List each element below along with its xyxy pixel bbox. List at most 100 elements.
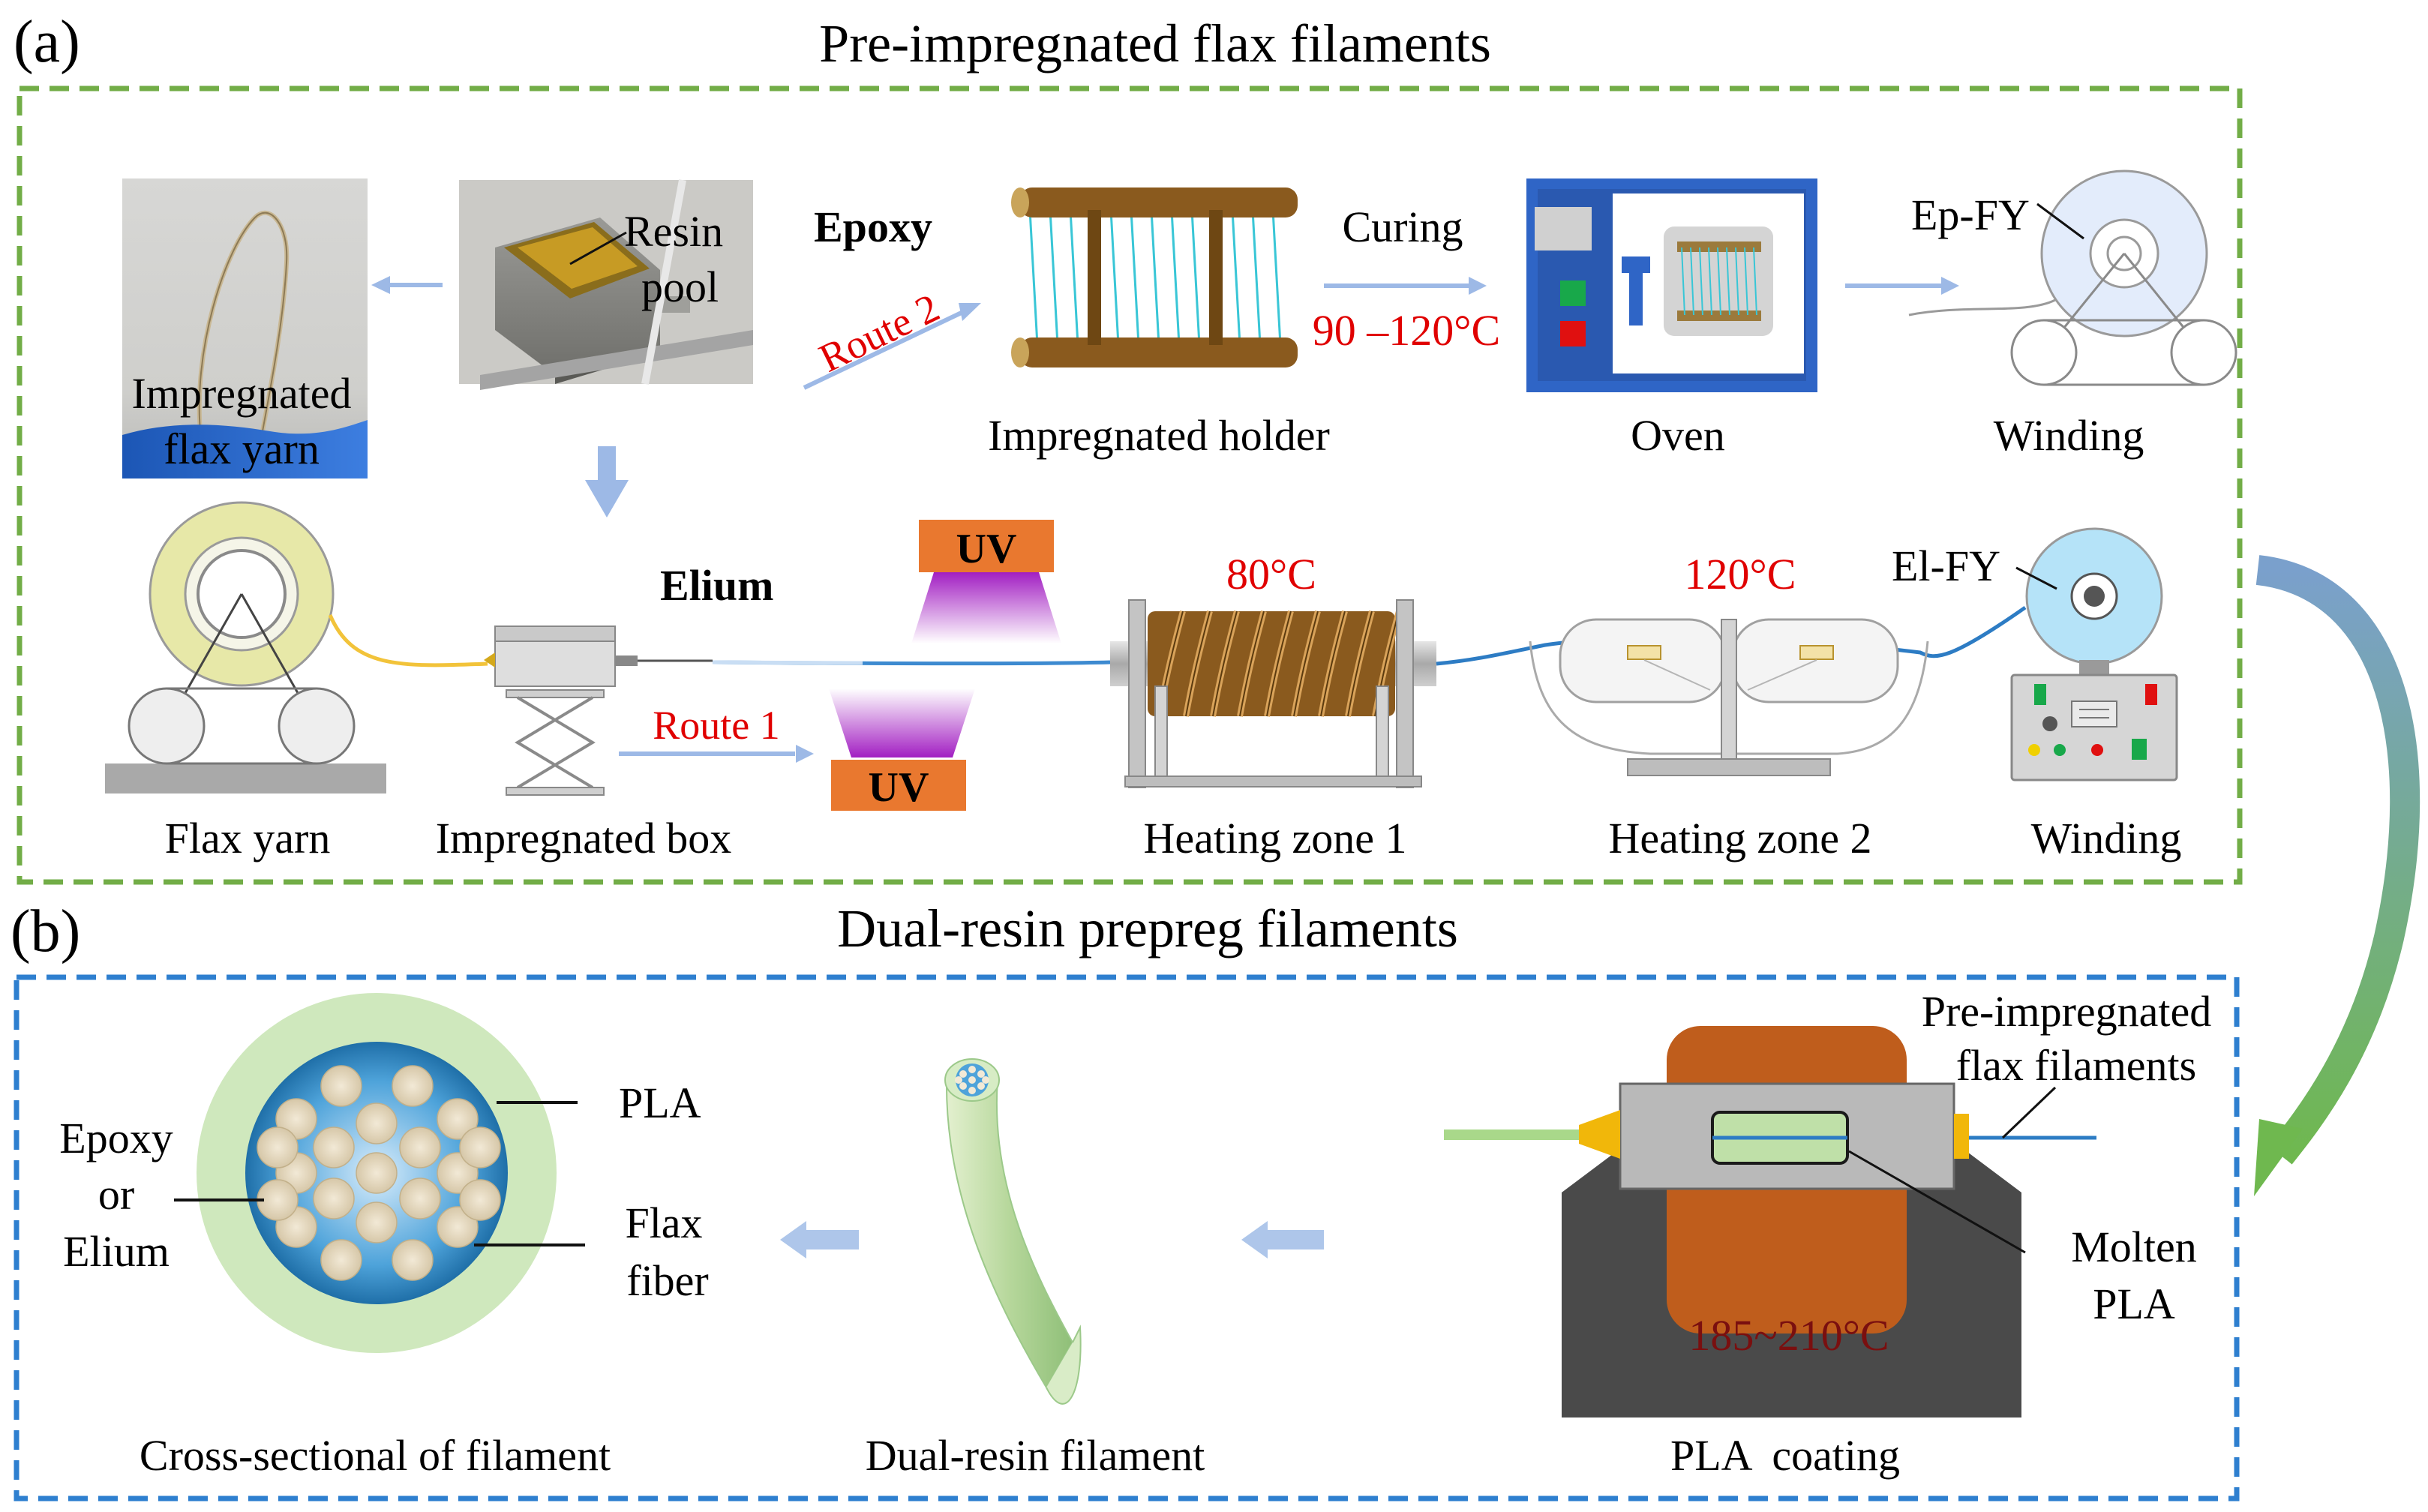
winding-bottom-caption: Winding (2031, 814, 2182, 862)
oven-winding-strand (1726, 247, 1730, 316)
flax-fiber (356, 1152, 398, 1194)
coil-turn-edge (1320, 610, 1346, 717)
filament-fiber (955, 1076, 962, 1084)
flax-fiber (320, 1239, 362, 1281)
filament-fiber (982, 1076, 989, 1084)
coil-turn-edge (1212, 610, 1238, 717)
winding-top-spool (1908, 170, 2237, 386)
flax-fiber (437, 1206, 479, 1248)
filament-fiber (968, 1076, 976, 1084)
flax-fiber (392, 1239, 434, 1281)
filament-caption: Dual-resin filament (866, 1431, 1205, 1480)
flax-fiber (313, 1126, 355, 1168)
coil-turn-edge (1239, 610, 1265, 717)
flax-fiber (399, 1126, 441, 1168)
elium-label: Elium (660, 561, 774, 610)
flax-fiber (459, 1126, 501, 1168)
oven-winding-strand (1699, 247, 1703, 316)
coil-turn-edge (1293, 610, 1319, 717)
uv-bottom-label: UV (869, 764, 929, 811)
filament-core-fibers (955, 1066, 989, 1094)
ep-fy-label: Ep-FY (1911, 190, 2030, 239)
holder-winding-strand (1169, 196, 1181, 359)
holder-caption: Impregnated holder (988, 411, 1330, 460)
oven-winding-strand (1735, 247, 1739, 316)
flax-fiber (459, 1179, 501, 1221)
holder-winding-strand (1230, 196, 1242, 359)
oven-winding-strand (1690, 247, 1694, 316)
molten-pla-label-line2: PLA (2093, 1280, 2175, 1328)
flax-fiber (356, 1202, 398, 1244)
panel-b-border (14, 974, 2240, 1502)
arrow-coating-to-filament (1241, 1221, 1324, 1258)
pre-impregnated-label-line2: flax filaments (1956, 1041, 2197, 1090)
uv-lamp-top (911, 520, 1061, 644)
holder-windings (1028, 196, 1283, 359)
zone2-temperature: 120°C (1685, 550, 1796, 598)
panel-a-border (17, 86, 2243, 885)
curing-label: Curing (1342, 202, 1463, 251)
panel-b-label: (b) (11, 898, 80, 964)
holder-winding-strand (1271, 196, 1283, 359)
holder-winding-strand (1068, 196, 1080, 359)
yarn-photo-caption-line1: Impregnated (131, 369, 351, 418)
oven-winding-strand (1708, 247, 1712, 316)
zone1-caption: Heating zone 1 (1143, 814, 1406, 862)
coil-turn-edge (1185, 610, 1211, 717)
flax-yarn-caption: Flax yarn (165, 814, 331, 862)
arrow-oven-to-winding (1845, 277, 1959, 295)
impregnated-holder (1011, 188, 1298, 368)
cross-section-caption: Cross-sectional of filament (140, 1431, 611, 1480)
route2-label: Route 2 (812, 285, 947, 381)
zone1-temperature: 80°C (1226, 550, 1316, 598)
flax-fibers (257, 1065, 501, 1281)
yarn-photo-caption-line2: flax yarn (164, 424, 320, 473)
coil-turn-edge (1347, 610, 1373, 717)
route1-label: Route 1 (653, 703, 780, 748)
matrix-label-line2: or (98, 1170, 134, 1219)
impregnated-box (484, 626, 713, 796)
holder-winding-strand (1028, 196, 1040, 359)
oven-winding-strand (1717, 247, 1721, 316)
filament-fiber (977, 1070, 985, 1078)
fiber-label-line1: Flax (625, 1198, 702, 1247)
panel-a-label: (a) (14, 9, 80, 75)
impregnated-yarn-photo (122, 178, 368, 478)
oven-winding-strand (1744, 247, 1748, 316)
flax-fiber (257, 1126, 299, 1168)
winding-bottom-machine (2010, 527, 2178, 782)
filament-line-light (712, 660, 863, 665)
filament-fiber (977, 1082, 985, 1090)
panel-b-title: Dual-resin prepreg filaments (837, 898, 1458, 958)
epoxy-label: Epoxy (814, 202, 932, 251)
filament-fiber (959, 1070, 967, 1078)
holder-winding-strand (1129, 196, 1141, 359)
arrow-filament-to-cross (780, 1221, 859, 1258)
flax-fiber (399, 1178, 441, 1220)
oven (1526, 178, 1817, 392)
uv-top-label: UV (956, 526, 1017, 572)
flax-fiber (320, 1065, 362, 1107)
matrix-label-line3: Elium (63, 1227, 170, 1276)
flax-yarn-spool (105, 501, 488, 794)
arrow-pool-to-yarn (371, 276, 443, 294)
connector-arrow-a-to-b (2254, 555, 2420, 1196)
holder-winding-strand (1190, 196, 1202, 359)
resin-pool-label-line2: pool (641, 262, 719, 311)
oven-caption: Oven (1631, 411, 1725, 460)
route1-arrow (619, 745, 814, 763)
impregnated-box-caption: Impregnated box (436, 814, 732, 862)
dual-resin-filament (944, 1058, 1082, 1405)
panel-a-title: Pre-impregnated flax filaments (819, 14, 1491, 74)
coating-temperature: 185~210°C (1688, 1311, 1889, 1360)
holder-winding-strand (1149, 196, 1161, 359)
oven-holder-windings (1681, 247, 1757, 316)
flax-fiber (356, 1102, 398, 1144)
curing-arrow (1324, 277, 1487, 295)
fiber-label-line2: fiber (626, 1256, 709, 1305)
route2-arrow (803, 303, 981, 390)
el-fy-pointer (2015, 566, 2057, 590)
molten-pla-label-line1: Molten (2071, 1222, 2197, 1271)
